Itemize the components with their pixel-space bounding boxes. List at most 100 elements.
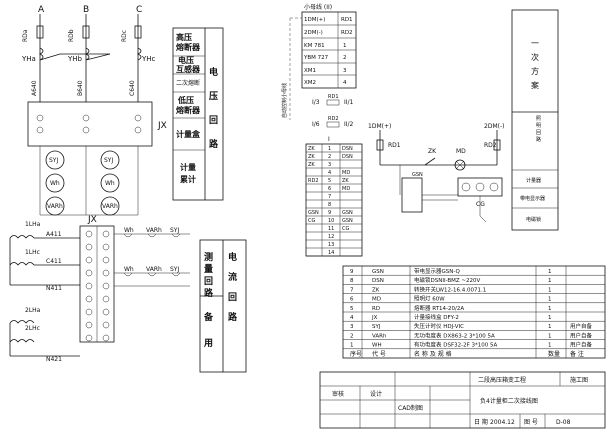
terminal-cell-n: 8 (328, 202, 331, 208)
terminal-cell-n: 13 (328, 242, 334, 248)
md-lamp (454, 159, 466, 171)
fuse-row-1-left: I/3 (312, 99, 320, 106)
fuse-b-label: RDb (68, 29, 75, 42)
ct-meter-varh-1: VARh (146, 227, 162, 234)
pt-c-winding (137, 47, 142, 61)
terminal-cell-b: MD (342, 170, 350, 176)
title-audit: 审核 (332, 390, 344, 398)
fuse-c-label: RDc (121, 30, 128, 42)
label-measure-circuit: 测量回路 (204, 251, 214, 299)
phase-a-label: A (38, 5, 45, 15)
bus-row-5-num: 3 (343, 68, 347, 74)
bom-cell-no: 7 (350, 287, 354, 293)
rd1-fuse (376, 139, 384, 151)
terminal-cell-n: 10 (328, 218, 334, 224)
legend-lv-fuse: 低压熔断器 (176, 95, 201, 115)
bom-cell-name: 转换开关LW12-16.4.0071.1 (414, 285, 486, 293)
ct-meter-varh-2: VARh (146, 266, 162, 273)
fuse-a (36, 25, 44, 39)
ct-1lha-coil (9, 235, 35, 239)
terminal-cell-n: 11 (328, 226, 334, 232)
terminal-cell-n: 2 (328, 154, 331, 160)
bom-cell-qty: 1 (548, 269, 552, 275)
gsn-device (401, 177, 423, 213)
bom-cell-code: SYJ (372, 324, 381, 330)
current-legend-table: 测量回路 电流回路 备用 (199, 239, 247, 373)
control-circuit: I/3 RD1 II/1 I/6 RD2 II/2 1DM(+) 2DM(-) … (312, 94, 504, 223)
title-project: 二段高压箱变工程 (478, 376, 526, 384)
ct-2lhc: 2LHc (25, 325, 40, 332)
legend-group-voltage: 电压回路 (209, 66, 219, 150)
row-lighting: 照明回路 (536, 116, 541, 143)
bus-row-4-num: 2 (343, 55, 347, 61)
terminal-cell-b: DSN (342, 146, 353, 152)
bom-cell-name: 无功电度表 DX863-2 3*100 5A (414, 331, 495, 339)
fuse-row-1-mid: RD1 (328, 94, 339, 100)
fuse-row-1-right: II/1 (344, 99, 354, 106)
title-block: 二段高压箱变工程 施工图 负4计量柜二次接线图 审核 设计 CAD制图 日 期 … (319, 371, 606, 429)
wire-a411: A411 (46, 231, 62, 238)
bom-cell-name: 带电显示器GSN-Q (414, 267, 461, 275)
fuse-row-2-right: II/2 (344, 121, 354, 128)
meter-wh-1 (45, 173, 65, 193)
bom-cell-code: WH (372, 343, 382, 349)
bom-cell-code: ZK (372, 287, 380, 293)
voltage-legend-table: 高压熔断器 电压互感器 二次熔断 低压熔断器 计量盒 计量累计 电压回路 (172, 27, 224, 201)
scheme-table: 一次方案 照明回路 计量器 带电显示器 电磁锁 (511, 9, 559, 231)
terminal-cell-a: ZK (308, 146, 315, 152)
ct-section: JX 1LHa A411 1LHc C411 N411 2LHa 2LHc (9, 215, 190, 363)
bom-cell-no: 1 (350, 343, 354, 349)
title-stage: 施工图 (570, 376, 588, 384)
ct-jx-label: JX (87, 215, 97, 225)
bus-row-3-num: 1 (343, 43, 347, 49)
zk-label: ZK (428, 148, 437, 155)
title-date: 2004.12 (490, 419, 515, 426)
terminal-cell-b: GSN (342, 210, 353, 216)
wire-n421: N421 (46, 356, 62, 363)
terminal-cell-n: 14 (328, 250, 334, 256)
title-date-label: 日 期 (474, 418, 488, 426)
legend-metering-box: 计量盒 (176, 129, 201, 139)
title-no: D-08 (556, 419, 571, 426)
rd2-fuse (493, 139, 501, 151)
row-live-indicator: 带电显示器 (520, 195, 545, 202)
title-design: 设计 (370, 390, 382, 398)
meter-wh-2 (100, 173, 120, 193)
bom-cell-no: 2 (350, 333, 354, 339)
bom-cell-qty: 1 (548, 333, 552, 339)
bom-cell-name: 照明灯 60W (414, 295, 445, 303)
fuse-row-2-left: I/6 (312, 121, 320, 128)
terminal-cell-a: GSN (308, 210, 319, 216)
jx-label-top: JX (157, 121, 167, 131)
bom-cell-name: 失压计时仪 HDJ-VIC (414, 322, 464, 330)
fuse-row-2-mid: RD2 (328, 116, 339, 122)
terminal-cell-b: MD (342, 186, 350, 192)
bom-cell-qty: 1 (548, 324, 552, 330)
label-spare: 备用 (203, 311, 214, 349)
terminal-cell-n: 5 (328, 178, 331, 184)
terminal-cell-n: 3 (328, 162, 331, 168)
pt-a-label: YHa (21, 55, 36, 63)
fuse-c (134, 25, 142, 39)
terminal-cell-a: ZK (308, 154, 315, 160)
bom-cell-no: 8 (350, 278, 354, 284)
rd1-label: RD1 (388, 142, 401, 149)
ct-meter-syj-2: SYJ (170, 266, 179, 273)
wire-c640: C640 (129, 80, 136, 96)
ct-2lha-coil (9, 320, 35, 324)
terminal-cell-n: 1 (328, 146, 331, 152)
bom-cell-no: 6 (350, 297, 354, 303)
bom-header-no: 序号 (350, 350, 362, 358)
terminal-cell-b: GSN (342, 218, 353, 224)
ct-1lhc-coil (9, 262, 35, 266)
legend-pt: 电压互感器 (176, 55, 201, 74)
terminal-cell-n: 6 (328, 186, 331, 192)
label-current-circuit: 电流回路 (228, 251, 238, 323)
terminal-cell-b: ZK (342, 178, 349, 184)
pt-b-label: YHb (67, 55, 83, 63)
zk-switch (424, 157, 436, 166)
rd2-label: RD2 (484, 142, 497, 149)
